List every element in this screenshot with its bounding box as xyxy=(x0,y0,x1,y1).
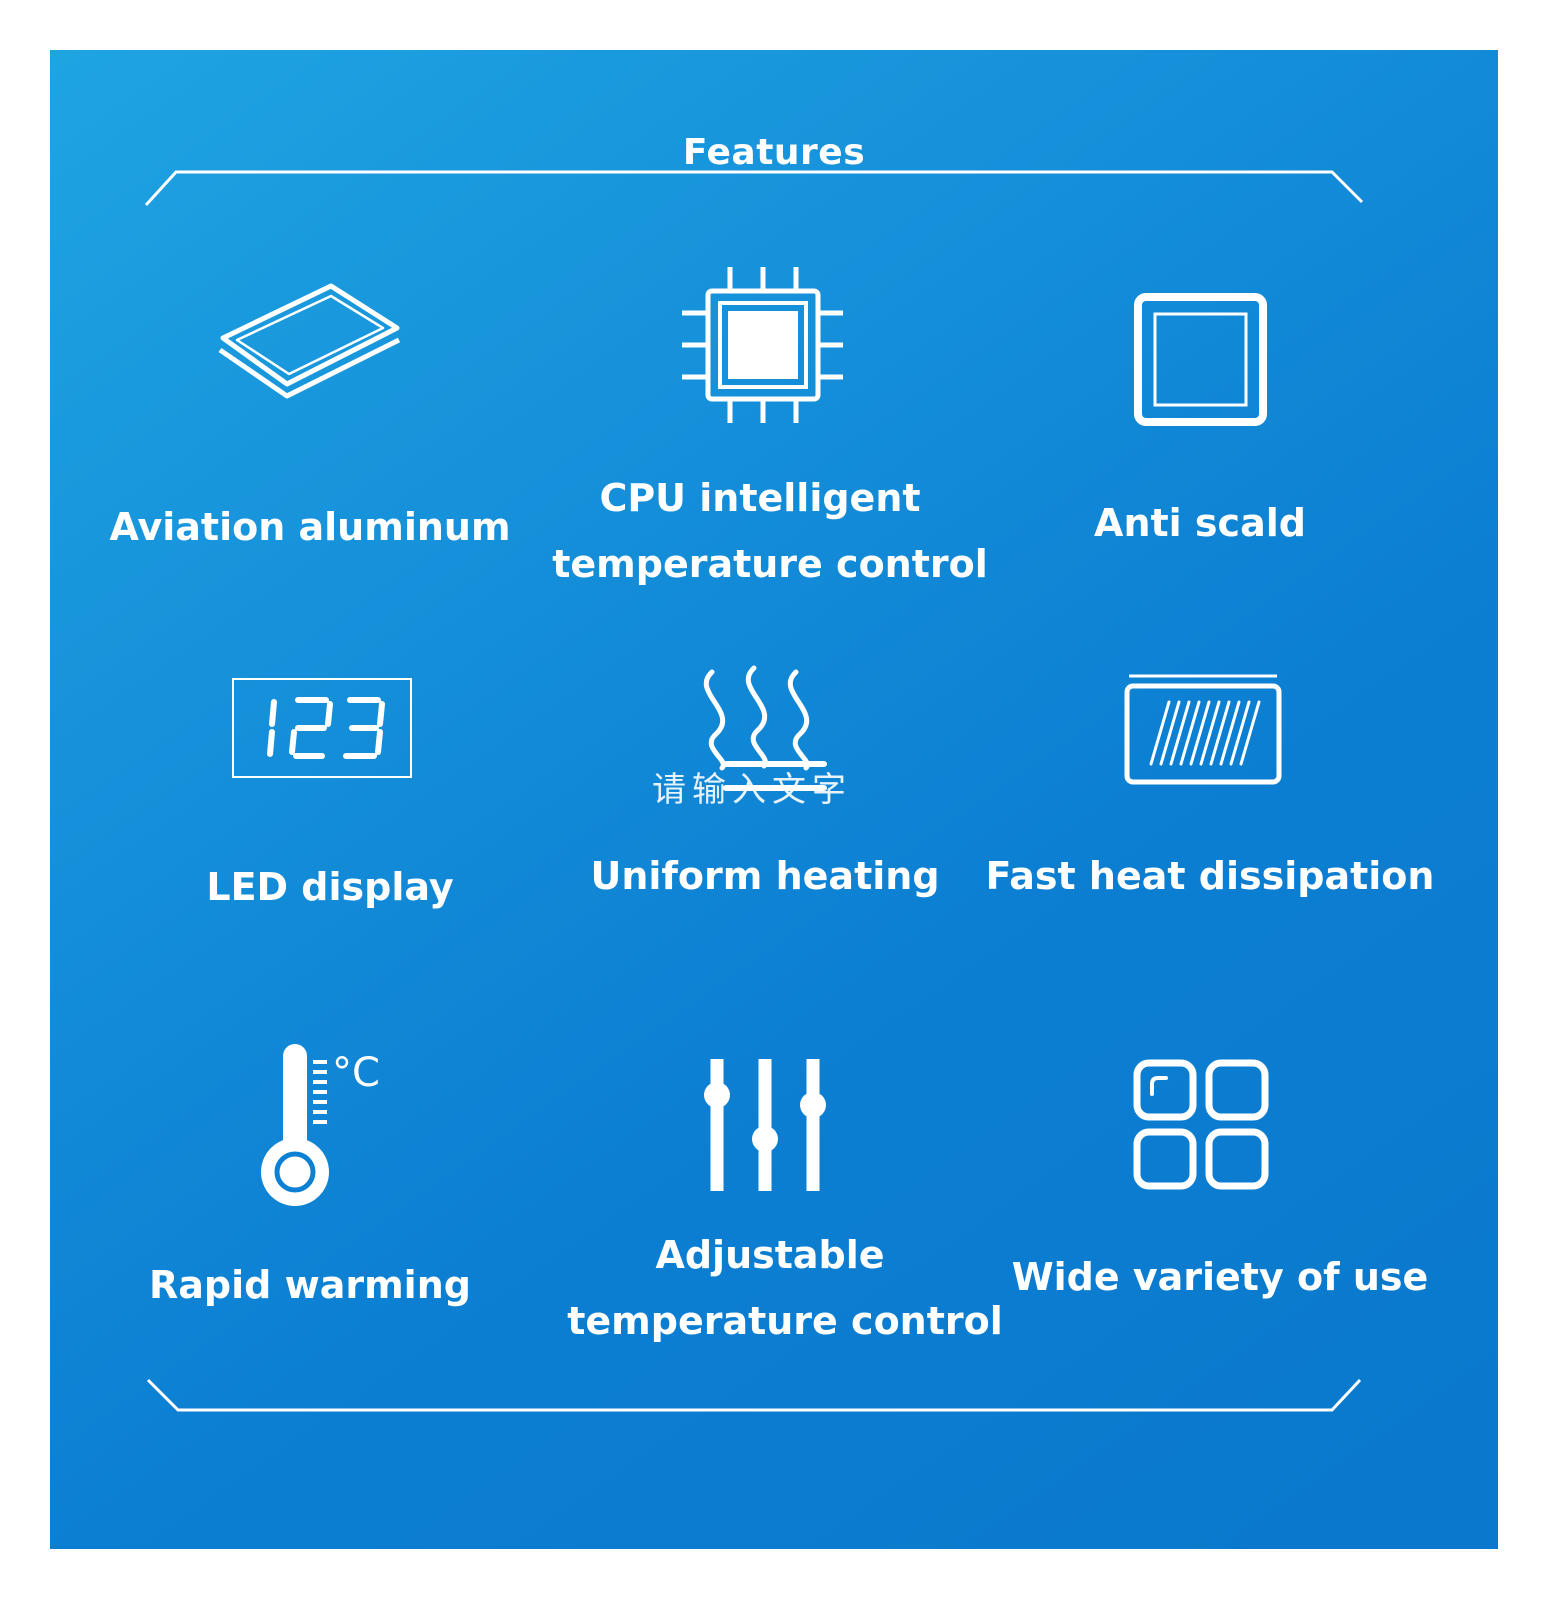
feature-label: Fast heat dissipation xyxy=(985,854,1435,898)
feature-label: Uniform heating xyxy=(590,854,940,898)
cpu-chip-icon xyxy=(682,267,843,423)
feature-label: LED display xyxy=(206,865,454,909)
led-digits xyxy=(267,697,385,759)
feature-label-line2: temperature control xyxy=(567,1299,1003,1343)
page-title: Features xyxy=(682,132,866,173)
celsius-unit: °C xyxy=(332,1050,380,1096)
feature-label-line2: temperature control xyxy=(552,542,988,586)
square-frame-icon xyxy=(1134,293,1267,426)
thermometer-icon xyxy=(261,1044,329,1206)
placeholder-overlay-text: 请输入文字 xyxy=(652,770,852,810)
feature-label: Rapid warming xyxy=(149,1263,471,1307)
sliders-icon xyxy=(704,1059,826,1191)
feature-label: Wide variety of use xyxy=(1011,1255,1429,1299)
feature-label-line1: Adjustable xyxy=(655,1233,885,1277)
feature-label: Anti scald xyxy=(1094,501,1306,545)
features-panel: Features Aviation aluminum xyxy=(50,50,1498,1549)
aluminum-plate-icon xyxy=(218,283,401,399)
feature-label-line1: CPU intelligent xyxy=(599,476,921,520)
feature-label: Aviation aluminum xyxy=(109,505,511,549)
heat-sink-icon xyxy=(1124,674,1282,785)
led-digits-icon xyxy=(232,678,412,778)
heat-waves-icon xyxy=(703,665,827,791)
grid-apps-icon xyxy=(1133,1059,1269,1190)
